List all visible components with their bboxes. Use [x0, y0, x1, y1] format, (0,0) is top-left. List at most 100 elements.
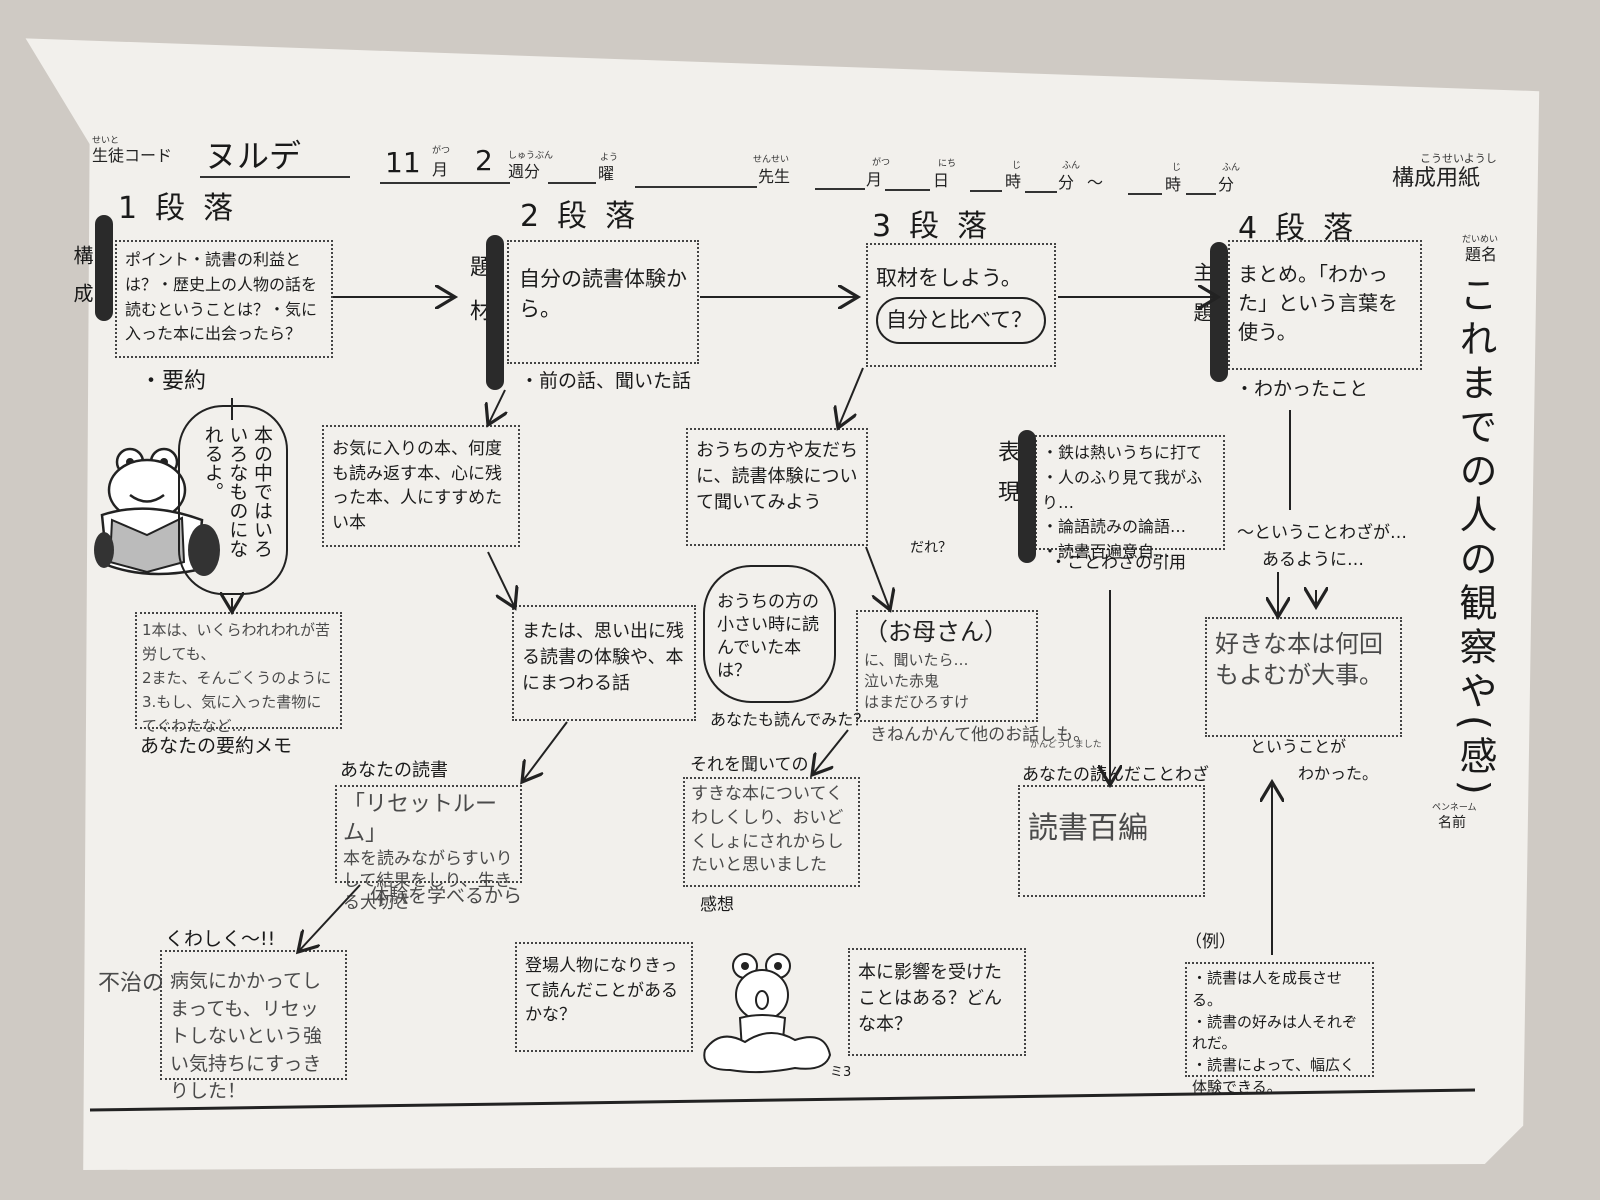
paragraph-2-box: 自分の読書体験から。 [507, 240, 699, 364]
form-title: 構成用紙 [1392, 166, 1481, 191]
side-label-expression: 表現 [994, 440, 1019, 520]
ask-family-text: おうちの方や友だちに、読書体験について聞いてみよう [696, 440, 858, 514]
paragraph-4-note: ・わかったこと [1235, 378, 1369, 400]
end-hour-label: 時 [1165, 175, 1182, 194]
frog-caption: ミ3 [830, 1065, 852, 1080]
furigana: にち [938, 159, 957, 169]
furigana: せいと [92, 136, 120, 146]
impression-label: それを聞いての [690, 755, 809, 775]
impression-caption: 感想 [700, 895, 734, 915]
penname-label: 名前 [1438, 815, 1466, 831]
underline [635, 186, 757, 188]
learned-after: わかった。 [1298, 764, 1379, 783]
underline [380, 182, 510, 184]
arrow [298, 884, 361, 952]
learned-text: 好きな本は何回もよむが大事。 [1215, 630, 1383, 690]
learned-after: ということが [1250, 737, 1347, 756]
example-label: （例） [1185, 932, 1236, 952]
proverb-item: ・論語読みの論語… [1042, 517, 1187, 537]
start-min-label: 分 [1058, 173, 1075, 192]
your-proverb-value: 読書百編 [1028, 811, 1148, 846]
paragraph-1-box: ポイント・読書の利益とは？・歴史上の人物の話を読むということは？・気に入った本に… [115, 240, 333, 358]
furigana: しゅうぶん [508, 151, 554, 161]
paragraph-1-heading: 1段落 [118, 191, 252, 226]
furigana: せんせい [753, 155, 790, 165]
arrow [487, 551, 515, 608]
paragraph-4-text: まとめ。「わかった」という言葉を使う。 [1238, 262, 1398, 344]
furigana: こうせいようし [1420, 152, 1497, 165]
week-value: 2 [475, 144, 493, 177]
paragraph-2-note: ・前の話、聞いた話 [520, 370, 692, 392]
student-code-value: ヌルデ [205, 137, 302, 175]
arrow [865, 546, 890, 610]
title-value: これまでの人の観察や(感) [1453, 275, 1497, 801]
memo-line: 2また、そんごくうのように [142, 669, 332, 687]
furigana: よう [600, 153, 619, 163]
influence-box: 本に影響を受けたことはある？どんな本？ [848, 948, 1026, 1056]
month-value: 11 [385, 146, 421, 179]
furigana: ふん [1222, 163, 1241, 173]
proverb-item: ・人のふり見て我がふり… [1042, 467, 1203, 512]
detail-box: 病気にかかってしまっても、リセットしないという強い気持ちにすっきりした！ [160, 950, 347, 1102]
marker-bar [1018, 430, 1036, 563]
furigana: だいめい [1462, 235, 1499, 245]
underline [548, 182, 596, 184]
proverb-lead: あるように… [1262, 550, 1364, 570]
paragraph-1-text: ポイント・読書の利益とは？・歴史上の人物の話を読むということは？・気に入った本に… [125, 250, 318, 344]
favorite-books-box: お気に入りの本、何度も読み返す本、心に残った本、人にすすめたい本 [322, 425, 520, 547]
example-item: ・読書の好みは人それぞれだ。 [1192, 1012, 1358, 1053]
arrow [488, 389, 505, 425]
proverb-note: ・ことわざの引用 [1050, 553, 1186, 573]
favorite-books-text: お気に入りの本、何度も読み返す本、心に残った本、人にすすめたい本 [332, 439, 503, 533]
frog-reading-illustration [94, 447, 220, 576]
paragraph-3-text: 取材をしよう。 [876, 266, 1022, 290]
thought-cloud: おうちの方の小さい時に読んでいた本は？ [703, 565, 836, 703]
underline [1128, 193, 1162, 195]
mother-title: （お母さん） [864, 618, 1008, 646]
teacher-label: 先生 [758, 167, 791, 186]
underline [1186, 193, 1216, 195]
underline [815, 188, 865, 190]
detail-text: 病気にかかってしまっても、リセットしないという強い気持ちにすっきりした！ [170, 970, 323, 1103]
ask-family-box: おうちの方や友だちに、読書体験について聞いてみよう [686, 428, 868, 546]
underline [200, 176, 350, 178]
impression-text: すきな本についてくわしくしり、おいどくしょにされからしたいと思いました [691, 784, 844, 876]
start-hour-label: 時 [1005, 172, 1022, 191]
your-reading-text: 本を読みながらすいりして結果をしり、生きる大切さ [343, 849, 513, 914]
thought-cloud: 自分と比べて？ [876, 297, 1046, 344]
week-label: 週分 [508, 162, 541, 181]
underline [1025, 191, 1057, 193]
learned-box: 好きな本は何回もよむが大事。 [1205, 617, 1402, 737]
paragraph-2-text: 自分の読書体験から。 [519, 267, 687, 322]
influence-text: 本に影響を受けたことはある？どんな本？ [858, 962, 1002, 1036]
paragraph-1-note: ・要約 [140, 369, 207, 394]
example-box: ・読書は人を成長させる。 ・読書の好みは人それぞれだ。 ・読書によって、幅広く体… [1185, 962, 1374, 1096]
mother-line: に、聞いたら… [864, 650, 969, 669]
roleplay-text: 登場人物になりきって読んだことがあるかな？ [525, 956, 678, 1026]
student-code-label: 生徒コード [92, 146, 173, 165]
tilde: ～ [1087, 173, 1104, 192]
frog-speech-bubble: 本の中ではいろいろなものになれるよ。 [178, 405, 288, 595]
frog-singing-illustration [703, 953, 832, 1074]
arrow [838, 367, 864, 428]
furigana: がつ [432, 146, 451, 156]
reading-memory-text: または、思い出に残る読書の体験や、本にまつわる話 [522, 621, 684, 695]
summary-memo-label: あなたの要約メモ [140, 735, 293, 757]
furigana: がつ [872, 158, 891, 168]
marker-bar [95, 215, 113, 321]
example-item: ・読書によって、幅広く体験できる。 [1192, 1056, 1356, 1096]
marker-bar [1210, 242, 1228, 382]
furigana: ペンネーム [1432, 803, 1477, 813]
example-item: ・読書は人を成長させる。 [1192, 969, 1343, 1009]
mother-after-small: かんどうしました [1030, 740, 1102, 750]
detail-heading: くわしく～!! [165, 928, 276, 950]
detail-prefix: 不治の [98, 971, 165, 996]
cloud-followup: あなたも読んでみた？ [710, 710, 870, 729]
your-reading-label: あなたの読書 [340, 760, 448, 781]
marker-bar [486, 235, 504, 390]
mother-box: （お母さん） に、聞いたら… 泣いた赤鬼 はまだひろすけ [856, 610, 1038, 722]
month-label: 月 [432, 160, 449, 179]
who-label: だれ？ [910, 540, 952, 556]
impression-box: すきな本についてくわしくしり、おいどくしょにされからしたいと思いました [683, 777, 860, 887]
